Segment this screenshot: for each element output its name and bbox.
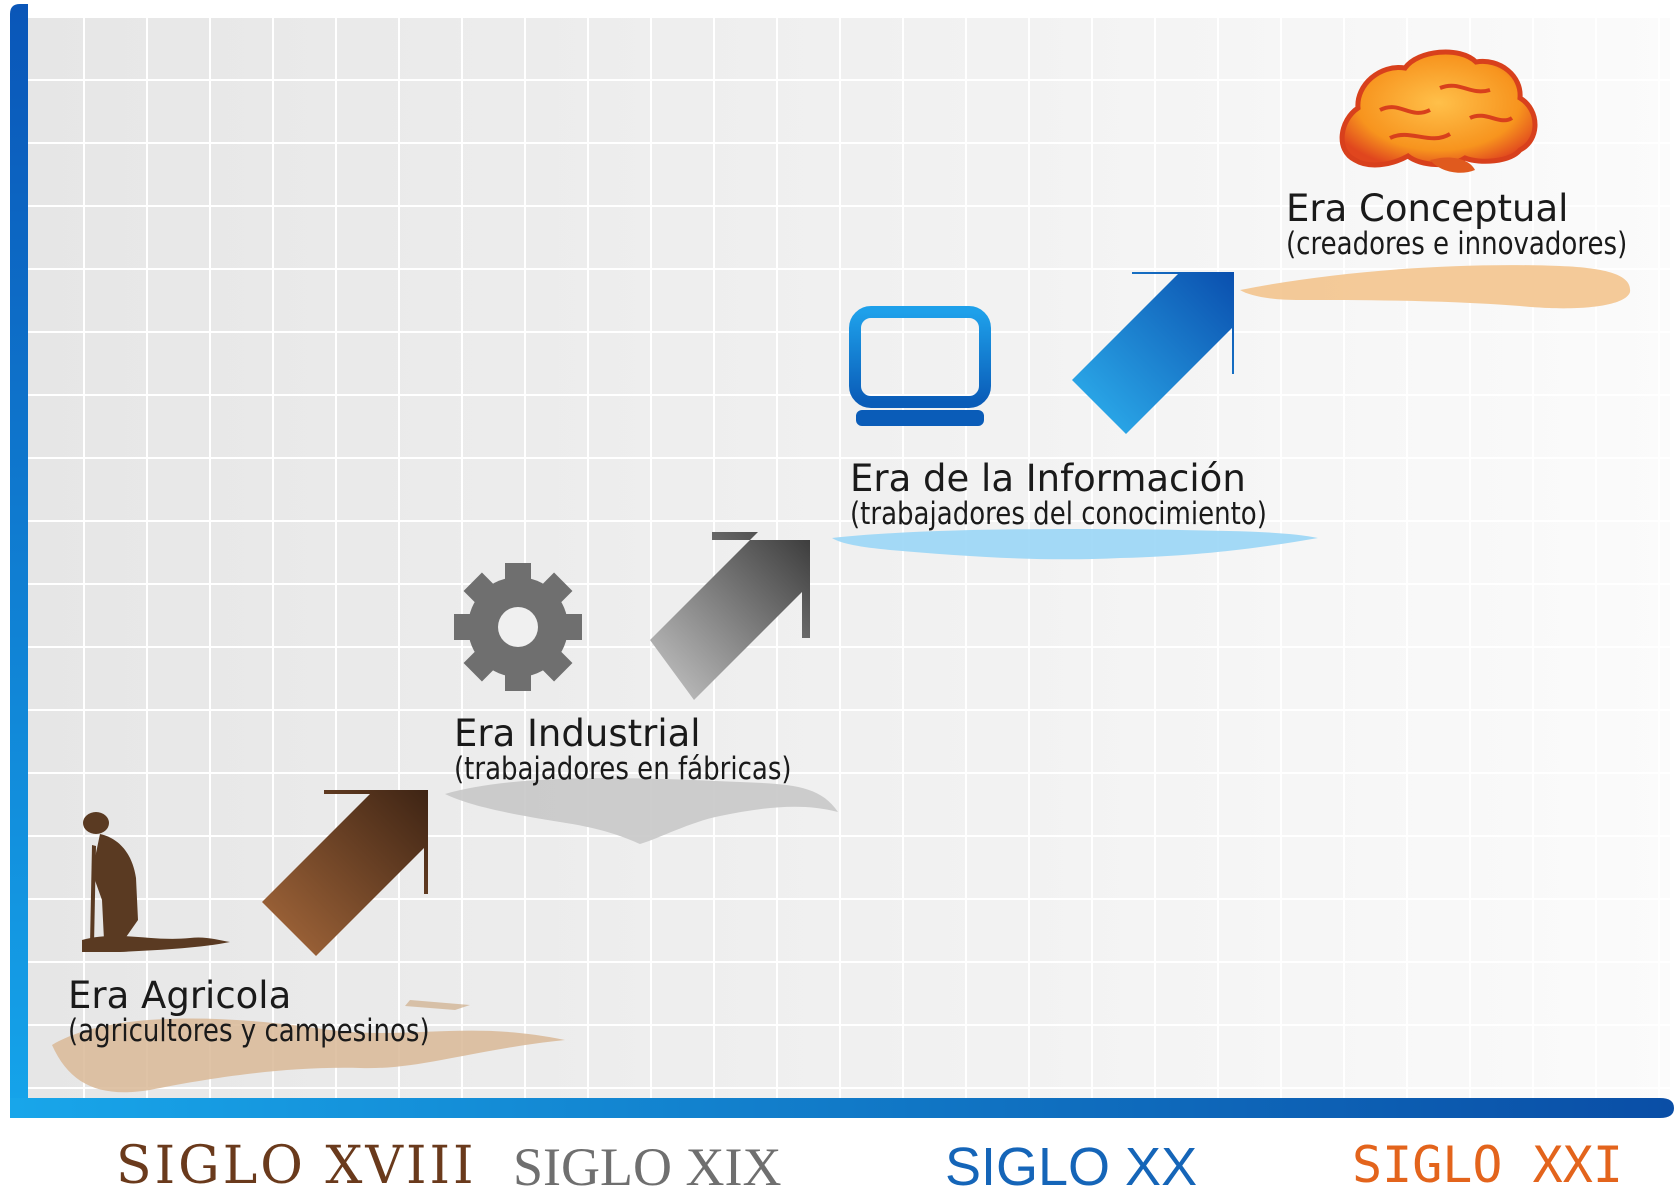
laptop-icon <box>849 306 991 426</box>
era-conceptual-subtitle: (creadores e innovadores) <box>1286 226 1628 262</box>
era-agricola-label: Era Agricola (agricultores y campesinos) <box>68 977 499 1047</box>
horizontal-axis <box>10 1098 1674 1118</box>
era-informacion-title: Era de la Información <box>850 457 1246 500</box>
arrow-agricola <box>262 790 428 956</box>
era-agricola-title: Era Agricola <box>68 974 292 1017</box>
arrow-informacion <box>1072 272 1234 434</box>
century-label-xix: SIGLO XIX <box>513 1137 782 1197</box>
era-informacion-subtitle: (trabajadores del conocimiento) <box>850 496 1267 532</box>
brain-icon <box>1339 49 1538 173</box>
vertical-axis <box>10 4 28 1112</box>
grid-lines <box>20 16 1670 1104</box>
era-industrial-label: Era Industrial (trabajadores en fábricas… <box>454 715 856 785</box>
agricola-brush-stroke <box>52 1018 565 1093</box>
arrow-industrial <box>650 532 810 700</box>
era-industrial-subtitle: (trabajadores en fábricas) <box>454 751 792 787</box>
farmer-icon <box>82 812 230 952</box>
informacion-brush-stroke <box>832 528 1318 560</box>
century-label-xx: SIGLO XX <box>945 1137 1198 1197</box>
century-label-xxi: SIGLO XXI <box>1352 1136 1623 1194</box>
era-conceptual-title: Era Conceptual <box>1286 187 1569 230</box>
era-informacion-label: Era de la Información (trabajadores del … <box>850 460 1346 530</box>
era-industrial-title: Era Industrial <box>454 712 701 755</box>
industrial-brush-stroke <box>445 778 838 844</box>
gear-icon <box>454 563 582 691</box>
era-conceptual-label: Era Conceptual (creadores e innovadores) <box>1286 190 1674 260</box>
era-agricola-subtitle: (agricultores y campesinos) <box>68 1013 430 1049</box>
conceptual-brush-stroke <box>1240 265 1631 309</box>
century-label-xviii: SIGLO XVIII <box>116 1136 477 1196</box>
